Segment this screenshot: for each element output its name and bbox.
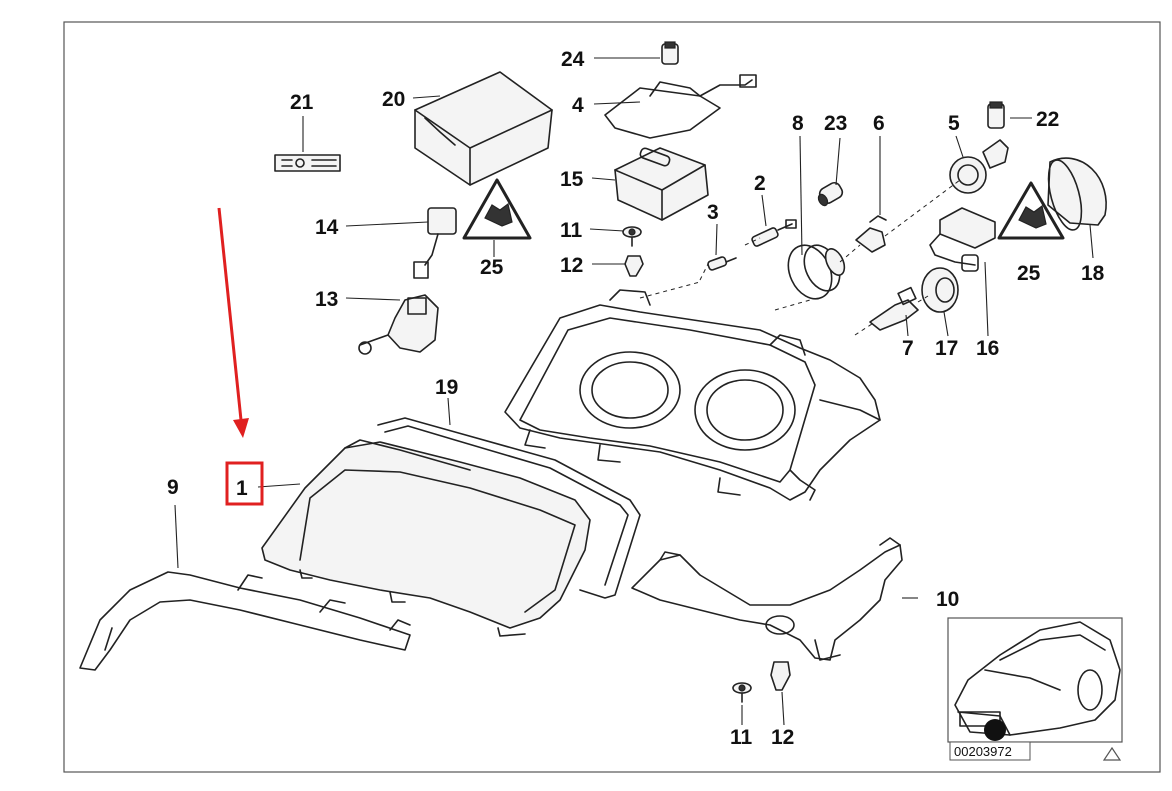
screw-11-upper bbox=[622, 226, 642, 247]
callout-8: 8 bbox=[792, 112, 804, 135]
bulb-7 bbox=[869, 286, 919, 331]
leader-lines bbox=[174, 57, 1094, 726]
reference-code: 00203972 bbox=[954, 744, 1012, 759]
ring-17 bbox=[921, 267, 959, 313]
car-location-inset: 00203972 bbox=[947, 617, 1123, 761]
ballast-control-unit bbox=[614, 147, 709, 221]
part-22 bbox=[987, 101, 1005, 129]
callout-6: 6 bbox=[873, 112, 885, 135]
red-arrow bbox=[217, 207, 243, 421]
callout-25-left: 25 bbox=[480, 256, 504, 279]
module-16 bbox=[929, 207, 996, 272]
warning-triangle-icon bbox=[997, 181, 1065, 240]
bulb-6 bbox=[855, 215, 887, 253]
callout-24: 24 bbox=[561, 48, 585, 71]
bulb-cover-8 bbox=[787, 244, 846, 300]
callout-21: 21 bbox=[290, 91, 314, 114]
bulb-socket-13 bbox=[358, 294, 439, 355]
callout-19: 19 bbox=[435, 376, 458, 399]
callout-13: 13 bbox=[315, 288, 338, 311]
clip-12-lower bbox=[770, 661, 791, 691]
callout-16: 16 bbox=[976, 337, 999, 360]
callout-11-lower: 11 bbox=[730, 726, 753, 749]
clip-12-upper bbox=[624, 255, 644, 277]
callout-5: 5 bbox=[948, 112, 960, 135]
warning-triangle-icon bbox=[462, 178, 532, 240]
callout-9: 9 bbox=[167, 476, 179, 499]
callout-17: 17 bbox=[935, 337, 958, 360]
callout-labels: 1 2 3 4 5 6 7 8 9 10 11 11 12 12 13 14 1… bbox=[167, 48, 1105, 749]
callout-11-upper: 11 bbox=[560, 219, 583, 242]
callout-18: 18 bbox=[1081, 262, 1105, 285]
mounting-bracket bbox=[631, 537, 903, 661]
callout-3: 3 bbox=[707, 201, 719, 224]
headlight-lens bbox=[261, 439, 591, 637]
label-sticker bbox=[274, 154, 341, 172]
callout-1: 1 bbox=[236, 477, 248, 500]
callout-25-right: 25 bbox=[1017, 262, 1041, 285]
callout-12-lower: 12 bbox=[771, 726, 794, 749]
connector-24 bbox=[661, 41, 679, 65]
callout-15: 15 bbox=[560, 168, 584, 191]
parts-box bbox=[414, 71, 553, 186]
callout-23: 23 bbox=[824, 112, 847, 135]
connector-14 bbox=[413, 207, 457, 279]
ballast-bracket bbox=[604, 74, 757, 139]
assembly-lines bbox=[639, 179, 961, 336]
location-marker bbox=[984, 719, 1006, 741]
dome-cap-18 bbox=[1047, 157, 1107, 231]
callout-12-upper: 12 bbox=[560, 254, 583, 277]
callout-10: 10 bbox=[936, 588, 959, 611]
diagram-frame bbox=[63, 21, 1161, 773]
red-arrowhead bbox=[233, 418, 249, 438]
callout-20: 20 bbox=[382, 88, 405, 111]
lens-gasket bbox=[377, 417, 641, 599]
callout-14: 14 bbox=[315, 216, 339, 239]
highlight-box bbox=[225, 461, 264, 506]
bulb-2 bbox=[751, 219, 797, 247]
part-23 bbox=[817, 181, 844, 207]
callout-7: 7 bbox=[902, 337, 914, 360]
callout-4: 4 bbox=[572, 94, 584, 117]
callout-22: 22 bbox=[1036, 108, 1059, 131]
callout-2: 2 bbox=[754, 172, 766, 195]
small-triangle-icon bbox=[1102, 746, 1122, 761]
socket-5 bbox=[949, 139, 1009, 194]
highlight-annotation bbox=[217, 207, 264, 506]
headlight-housing bbox=[504, 289, 881, 501]
trim-strip bbox=[79, 571, 411, 671]
bulb-3 bbox=[707, 256, 737, 271]
screw-11-lower bbox=[732, 682, 752, 703]
